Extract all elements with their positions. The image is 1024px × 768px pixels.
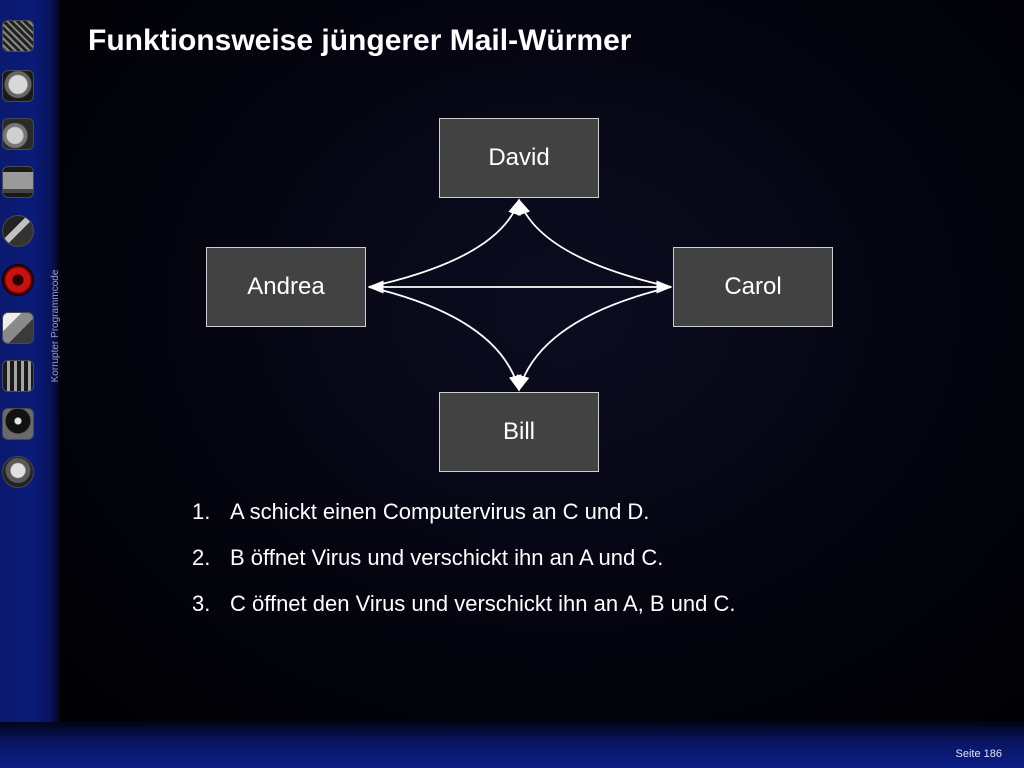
list-item: 1. A schickt einen Computervirus an C und… (192, 497, 735, 543)
edge-carol-bill (516, 286, 672, 392)
gremlin-icon (2, 456, 34, 488)
footer-bar (0, 722, 1024, 768)
node-david-label: David (488, 144, 550, 171)
step-number: 2. (192, 545, 211, 570)
edge-carol-david (517, 198, 672, 288)
figures-icon (2, 360, 34, 392)
mask-icon (2, 70, 34, 102)
page-number: Seite 186 (955, 748, 1002, 760)
wrench-icon (2, 215, 34, 247)
sidebar: Korrupter Programmcode (0, 0, 61, 768)
step-text: B öffnet Virus und verschickt ihn an A u… (230, 545, 664, 570)
list-item: 2. B öffnet Virus und verschickt ihn an A… (192, 543, 735, 589)
edge-andrea-david (368, 198, 521, 288)
computer-icon (2, 166, 34, 198)
edge-andrea-bill (368, 286, 522, 392)
node-david: David (439, 118, 599, 198)
step-text: C öffnet den Virus und verschickt ihn an… (230, 591, 736, 616)
node-andrea-label: Andrea (247, 273, 325, 300)
hand-icon (2, 118, 34, 150)
step-text: A schickt einen Computervirus an C und D… (230, 499, 650, 524)
list-item: 3. C öffnet den Virus und verschickt ihn … (192, 589, 735, 635)
ninja-icon (2, 408, 34, 440)
step-number: 1. (192, 499, 211, 524)
cube-icon (2, 312, 34, 344)
maze-icon (2, 20, 34, 52)
node-carol-label: Carol (724, 273, 782, 300)
node-andrea: Andrea (206, 247, 366, 327)
slide-title: Funktionsweise jüngerer Mail-Würmer (88, 24, 632, 57)
node-bill-label: Bill (502, 418, 535, 445)
node-carol: Carol (673, 247, 833, 327)
node-bill: Bill (439, 392, 599, 472)
monster-icon (2, 264, 34, 296)
steps-list: 1. A schickt einen Computervirus an C und… (192, 497, 735, 635)
step-number: 3. (192, 591, 211, 616)
